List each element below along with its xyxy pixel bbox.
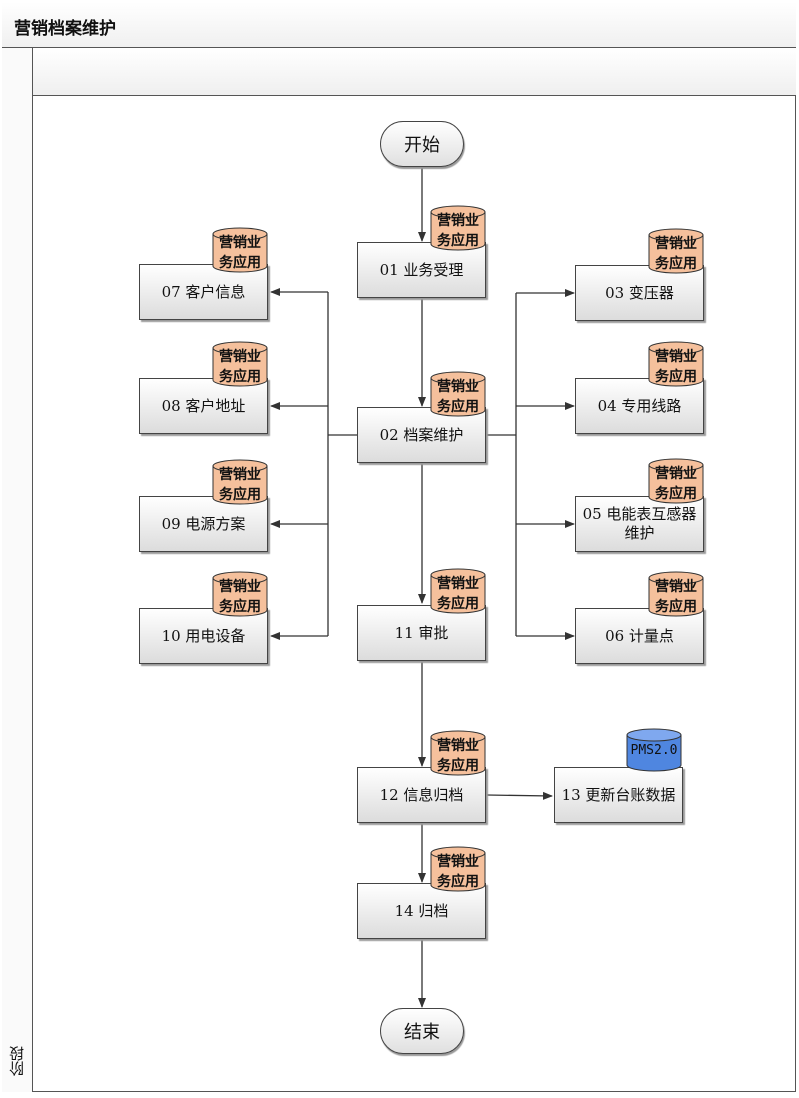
node-13-update-ledger[interactable]: 13 更新台账数据 [554,767,683,823]
db-label-line2: 务应用 [655,486,697,502]
marketing-system-db-icon: 营销业务应用 [212,571,268,617]
db-label-line1: 营销业 [219,579,261,595]
marketing-system-db-icon: 营销业务应用 [430,205,486,251]
db-label-line2: 务应用 [437,758,479,774]
node-08-customer-address[interactable]: 08 客户地址 [139,378,268,434]
node-10-electrical-equipment[interactable]: 10 用电设备 [139,608,268,664]
node-09-power-scheme[interactable]: 09 电源方案 [139,496,268,552]
marketing-system-db-icon: 营销业务应用 [648,571,704,617]
db-label-line2: 务应用 [655,369,697,385]
node-01-business-acceptance[interactable]: 01 业务受理 [357,242,486,298]
db-label-line2: 务应用 [655,256,697,272]
db-label-line2: 务应用 [219,487,261,503]
node-04-dedicated-line[interactable]: 04 专用线路 [575,378,704,434]
marketing-system-db-icon: 营销业务应用 [430,846,486,892]
db-label-line2: 务应用 [219,599,261,615]
db-label-line1: 营销业 [219,349,261,365]
marketing-system-db-icon: 营销业务应用 [430,730,486,776]
node-12-info-archiving[interactable]: 12 信息归档 [357,767,486,823]
marketing-system-db-icon: 营销业务应用 [430,371,486,417]
node-11-approval[interactable]: 11 审批 [357,605,486,661]
marketing-system-db-icon: 营销业务应用 [212,459,268,505]
db-label-line1: 营销业 [437,576,479,592]
node-06-metering-point[interactable]: 06 计量点 [575,608,704,664]
db-label-line2: 务应用 [437,399,479,415]
pms-label: PMS2.0 [630,743,678,758]
db-label-line2: 务应用 [437,874,479,890]
db-label-line1: 营销业 [437,213,479,229]
edge-12-13 [486,791,553,800]
db-label-line2: 务应用 [437,233,479,249]
marketing-system-db-icon: 营销业务应用 [648,228,704,274]
lane-column [2,48,33,1092]
node-14-archive[interactable]: 14 归档 [357,883,486,939]
db-label-line1: 营销业 [437,854,479,870]
db-label-line1: 营销业 [437,379,479,395]
title-bar: 营销档案维护 [2,2,796,48]
db-label-line1: 营销业 [655,466,697,482]
db-label-line1: 营销业 [655,349,697,365]
db-label-line2: 务应用 [219,369,261,385]
marketing-system-db-icon: 营销业务应用 [648,458,704,504]
pms-system-db-icon: PMS2.0 [626,728,682,772]
db-label-line2: 务应用 [437,596,479,612]
db-label-line1: 营销业 [219,235,261,251]
marketing-system-db-icon: 营销业务应用 [212,227,268,273]
db-label-line1: 营销业 [655,236,697,252]
marketing-system-db-icon: 营销业务应用 [648,341,704,387]
end-node[interactable]: 结束 [380,1008,464,1054]
db-label-line2: 务应用 [219,255,261,271]
diagram-title: 营销档案维护 [14,19,116,39]
marketing-system-db-icon: 营销业务应用 [212,341,268,387]
node-03-transformer[interactable]: 03 变压器 [575,265,704,321]
marketing-system-db-icon: 营销业务应用 [430,568,486,614]
db-label-line2: 务应用 [655,599,697,615]
node-05-meter-transformer-maintenance[interactable]: 05 电能表互感器维护 [575,496,704,552]
db-label-line1: 营销业 [219,467,261,483]
start-node[interactable]: 开始 [380,121,464,167]
db-label-line1: 营销业 [655,579,697,595]
db-label-line1: 营销业 [437,738,479,754]
node-07-customer-info[interactable]: 07 客户信息 [139,264,268,320]
lane-header [33,48,796,96]
